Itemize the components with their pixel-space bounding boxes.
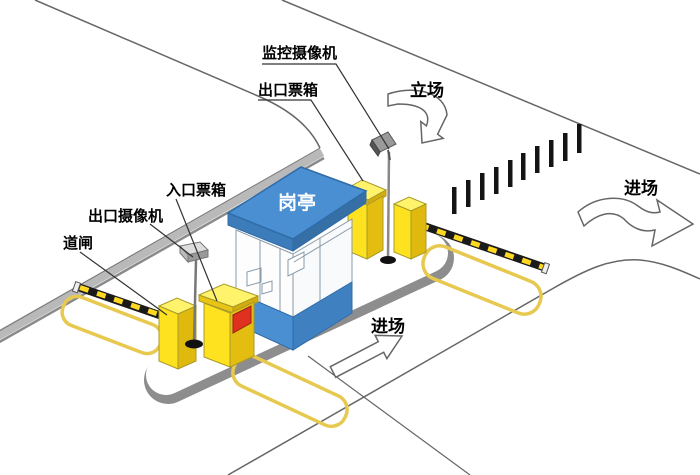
pole-base [185, 339, 203, 349]
barrier-arm-right [416, 220, 551, 275]
label-surveillance-camera: 监控摄像机 [262, 44, 337, 62]
leave-arrow [387, 89, 448, 144]
booth-roof-top [226, 166, 368, 240]
leader-lines [79, 63, 390, 316]
leader-exit-camera [149, 223, 194, 258]
label-exit-ticket-box: 出口票箱 [258, 81, 318, 99]
leader-entrance-ticket-box [175, 198, 218, 302]
enter-right-arrow [577, 197, 695, 248]
label-leave: 立场 [410, 80, 444, 101]
road-line-top-left [34, 0, 321, 149]
label-exit-camera: 出口摄像机 [88, 207, 163, 225]
enter-bottom-arrow [329, 334, 404, 379]
barrier-post-right [392, 196, 428, 260]
machine-red-panel [232, 305, 252, 334]
entrance-ticket-machine [197, 283, 260, 368]
barrier-post-left [157, 297, 198, 370]
label-entrance-ticket-box: 入口票箱 [166, 181, 226, 199]
road-line-top-right [281, 0, 700, 175]
leader-exit-ticket-box [258, 99, 364, 182]
label-enter-bottom: 进场 [371, 317, 405, 337]
pole-base [380, 256, 396, 264]
road-edge-right [227, 259, 700, 475]
barrier-arm-tip [71, 280, 82, 294]
parking-space-marking [421, 244, 543, 316]
leader-barrier-gate [79, 251, 168, 316]
booth-panel-right [292, 281, 353, 351]
label-enter-right: 进场 [624, 179, 658, 199]
label-guard-booth: 岗亭 [278, 191, 316, 214]
exit-ticket-machine [342, 179, 388, 260]
barrier-arm-left [71, 280, 167, 321]
booth-window-frames [259, 226, 353, 311]
guard-booth [226, 166, 368, 351]
label-barrier-gate: 道闸 [63, 234, 93, 252]
leader-surveillance-camera [262, 63, 390, 150]
lane-divider-dashes [452, 124, 582, 214]
barrier-arm-tip [540, 261, 551, 275]
